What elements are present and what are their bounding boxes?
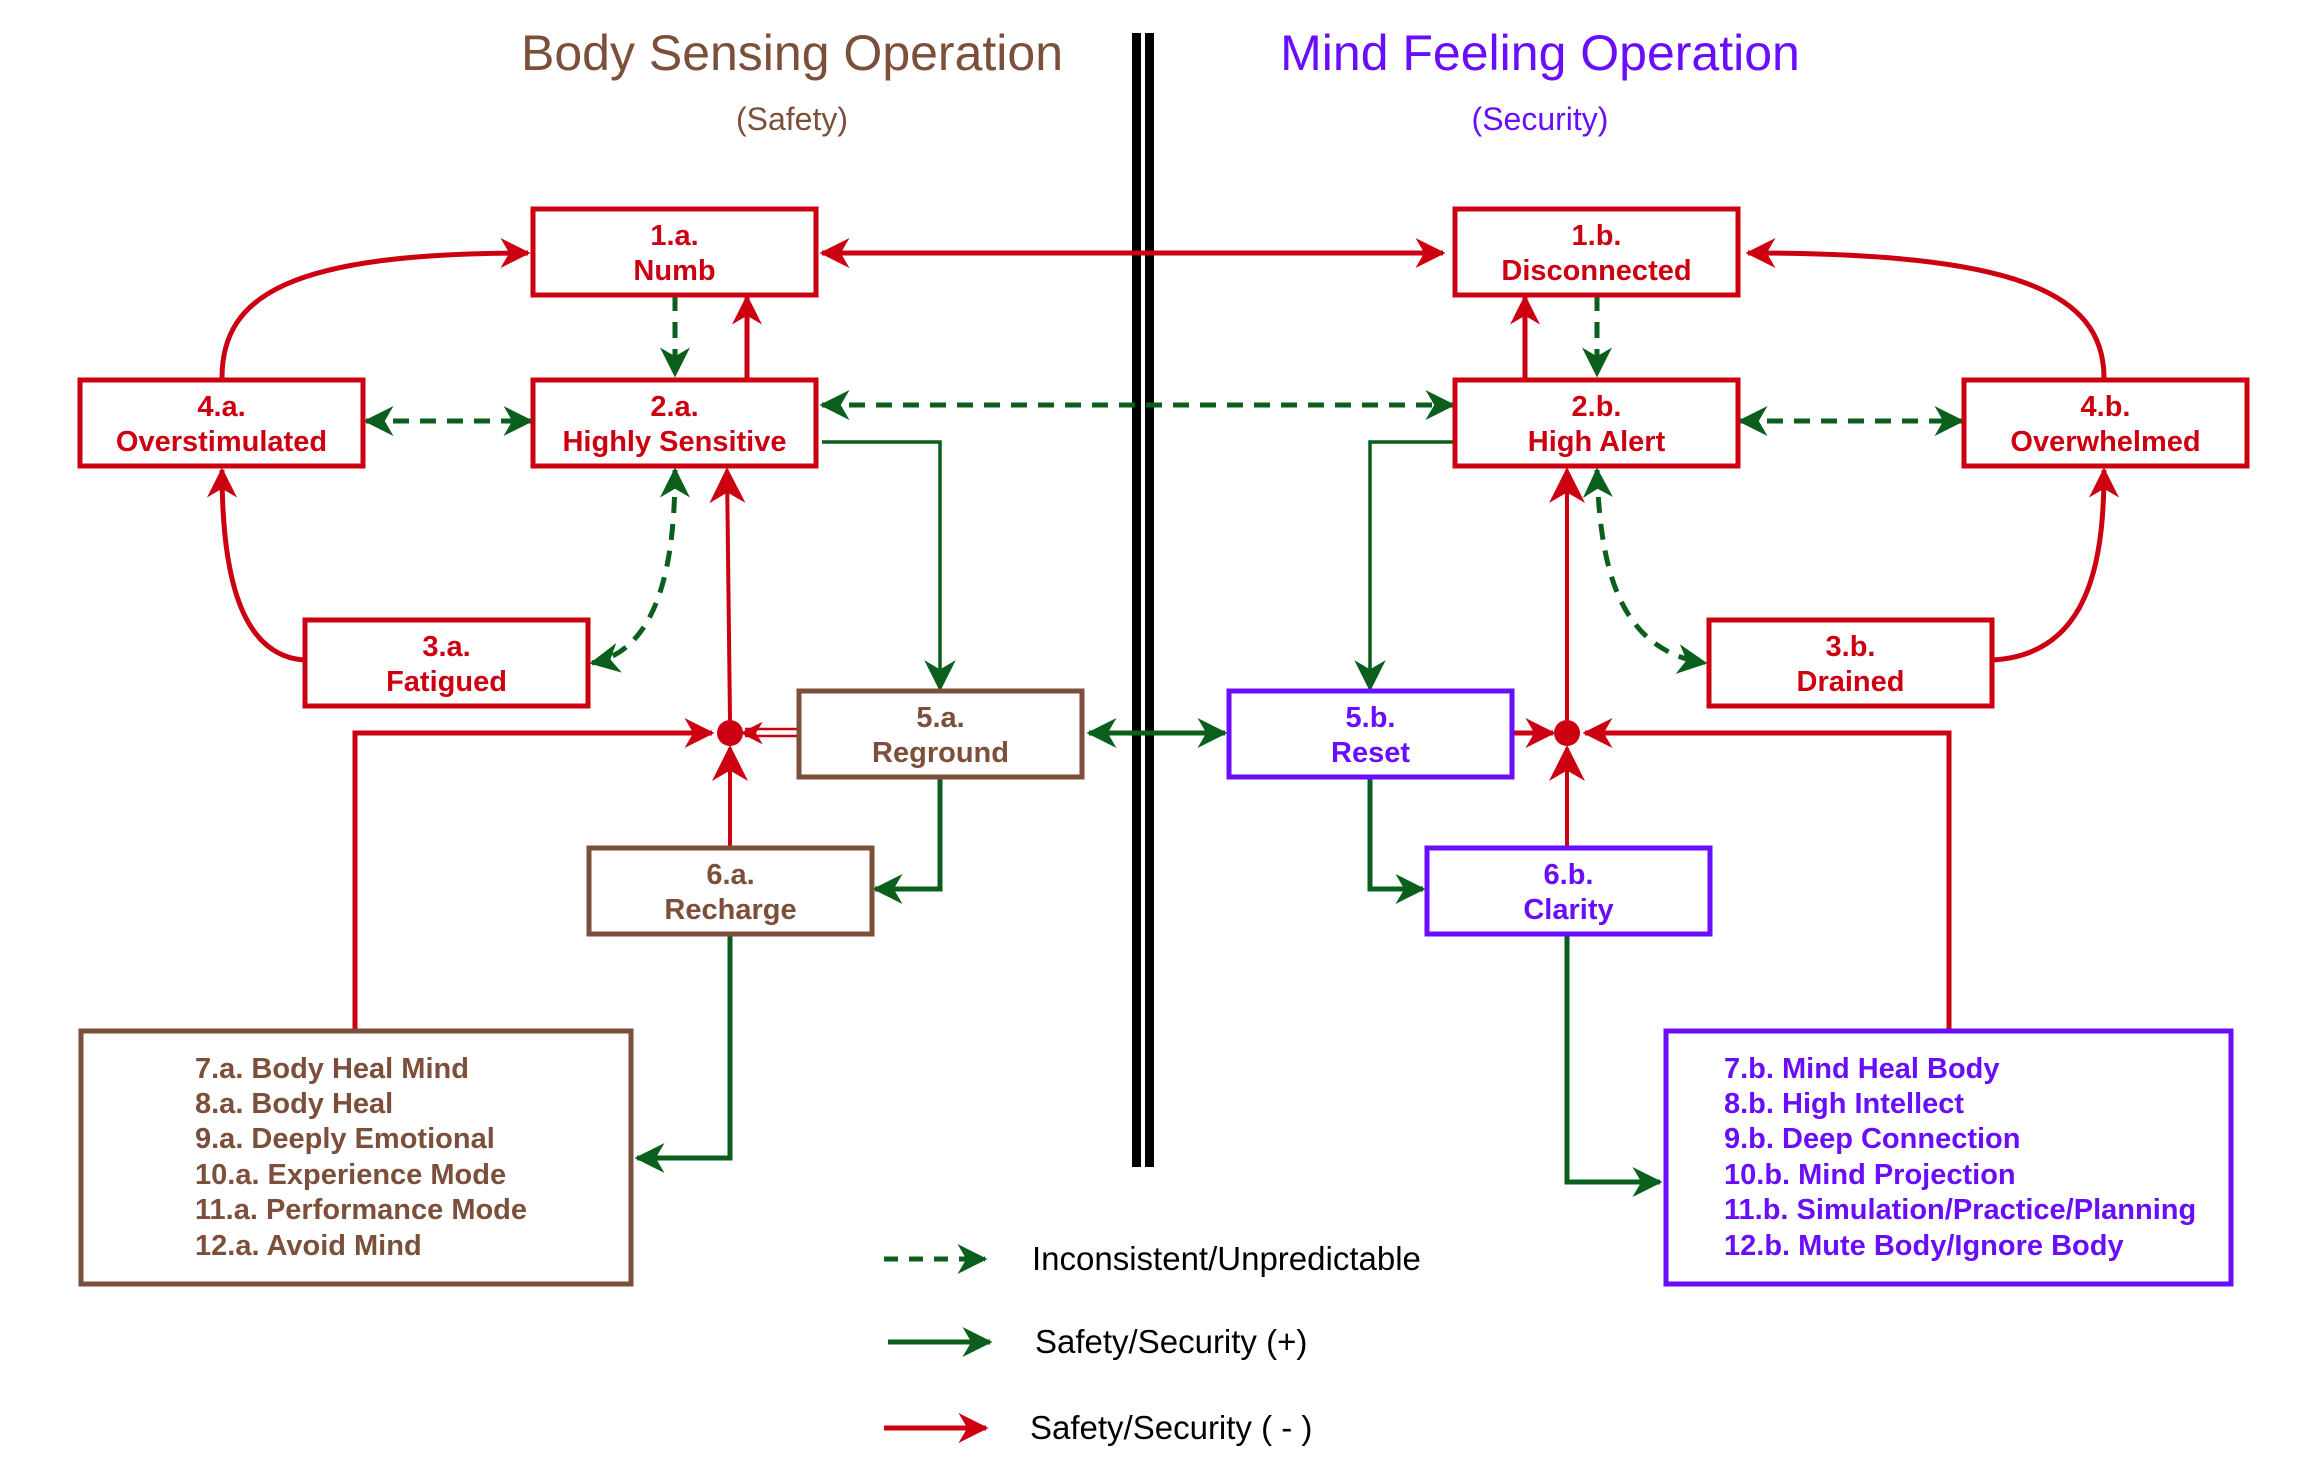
edge-4b-1b bbox=[1745, 238, 2107, 379]
node-label: Recharge bbox=[664, 894, 796, 926]
node-box bbox=[1452, 206, 1741, 298]
edge-2a-3a-dashed bbox=[589, 467, 690, 673]
list-item: 11.a. Performance Mode bbox=[195, 1194, 527, 1226]
edge-list-b-junction bbox=[1582, 718, 1952, 1029]
edge-2b-5b bbox=[1354, 440, 1453, 692]
node-id: 3.b. bbox=[1826, 631, 1876, 663]
edge-4a-1a bbox=[219, 238, 531, 379]
node-label: Reset bbox=[1331, 737, 1410, 769]
node-box bbox=[530, 206, 819, 298]
edge-6b-list-b bbox=[1564, 933, 1663, 1197]
edge-2a-5a bbox=[822, 440, 956, 692]
edge-6a-list-a bbox=[634, 933, 733, 1173]
nodes: 1.a.Numb 2.a.Highly Sensitive 4.a.Overstim… bbox=[77, 206, 2250, 937]
node-id: 3.a. bbox=[422, 631, 470, 663]
node-highly-sensitive[interactable]: 2.a.Highly Sensitive bbox=[530, 377, 819, 469]
node-box bbox=[1706, 617, 1995, 709]
legend-item-negative: Safety/Security ( - ) bbox=[884, 1409, 1312, 1446]
node-id: 4.a. bbox=[197, 391, 245, 423]
node-id: 6.a. bbox=[706, 859, 754, 891]
list-box-right[interactable]: 7.b. Mind Heal Body 8.b. High Intellect … bbox=[1663, 1028, 2234, 1287]
node-id: 2.a. bbox=[650, 391, 698, 423]
node-label: Overwhelmed bbox=[2010, 426, 2200, 458]
node-box bbox=[77, 377, 366, 469]
edge-3a-4a bbox=[207, 467, 305, 663]
legend-item-positive: Safety/Security (+) bbox=[888, 1323, 1307, 1360]
edge-5a-6a bbox=[872, 778, 943, 904]
node-clarity[interactable]: 6.b.Clarity bbox=[1424, 845, 1713, 937]
list-item: 11.b. Simulation/Practice/Planning bbox=[1724, 1194, 2196, 1226]
edge-2b-3b-dashed bbox=[1582, 467, 1708, 674]
node-id: 1.a. bbox=[650, 220, 698, 252]
node-box bbox=[1961, 377, 2250, 469]
list-item: 12.b. Mute Body/Ignore Body bbox=[1724, 1230, 2124, 1262]
edge-list-a-junction bbox=[352, 718, 715, 1029]
node-fatigued[interactable]: 3.a.Fatigued bbox=[302, 617, 591, 709]
edge-junction-2a bbox=[709, 467, 746, 721]
node-label: Numb bbox=[633, 255, 715, 287]
node-reground[interactable]: 5.a.Reground bbox=[796, 688, 1085, 780]
node-id: 5.b. bbox=[1346, 702, 1396, 734]
list-box-left[interactable]: 7.a. Body Heal Mind 8.a. Body Heal 9.a. … bbox=[78, 1028, 634, 1287]
legend-label: Safety/Security ( - ) bbox=[1030, 1409, 1312, 1446]
node-box bbox=[530, 377, 819, 469]
node-box bbox=[302, 617, 591, 709]
legend-item-inconsistent: Inconsistent/Unpredictable bbox=[884, 1240, 1421, 1277]
edge-5b-6b bbox=[1367, 778, 1426, 904]
node-label: Drained bbox=[1797, 666, 1905, 698]
node-id: 5.a. bbox=[916, 702, 964, 734]
list-item: 9.b. Deep Connection bbox=[1724, 1123, 2020, 1155]
list-item: 12.a. Avoid Mind bbox=[195, 1230, 422, 1262]
node-numb[interactable]: 1.a.Numb bbox=[530, 206, 819, 298]
list-item: 10.a. Experience Mode bbox=[195, 1159, 506, 1191]
node-overwhelmed[interactable]: 4.b.Overwhelmed bbox=[1961, 377, 2250, 469]
node-box bbox=[586, 845, 875, 937]
node-label: Disconnected bbox=[1501, 255, 1691, 287]
left-header-subtitle: (Safety) bbox=[736, 101, 848, 137]
node-recharge[interactable]: 6.a.Recharge bbox=[586, 845, 875, 937]
legend-label: Inconsistent/Unpredictable bbox=[1032, 1240, 1421, 1277]
node-label: Reground bbox=[872, 737, 1009, 769]
node-id: 4.b. bbox=[2081, 391, 2131, 423]
node-box bbox=[1424, 845, 1713, 937]
legend: Inconsistent/Unpredictable Safety/Securi… bbox=[884, 1240, 1421, 1446]
node-box bbox=[796, 688, 1085, 780]
right-header-title: Mind Feeling Operation bbox=[1280, 25, 1800, 81]
edges bbox=[207, 238, 2119, 1197]
node-overstimulated[interactable]: 4.a.Overstimulated bbox=[77, 377, 366, 469]
legend-label: Safety/Security (+) bbox=[1035, 1323, 1307, 1360]
list-item: 7.a. Body Heal Mind bbox=[195, 1053, 469, 1085]
left-header-title: Body Sensing Operation bbox=[521, 25, 1063, 81]
junction-dot-right bbox=[1554, 720, 1580, 746]
node-label: Overstimulated bbox=[116, 426, 327, 458]
right-header-subtitle: (Security) bbox=[1472, 101, 1609, 137]
list-item: 8.b. High Intellect bbox=[1724, 1088, 1964, 1120]
node-box bbox=[1452, 377, 1741, 469]
node-id: 1.b. bbox=[1572, 220, 1622, 252]
node-disconnected[interactable]: 1.b.Disconnected bbox=[1452, 206, 1741, 298]
node-label: Fatigued bbox=[386, 666, 507, 698]
center-divider bbox=[1132, 33, 1154, 1167]
node-reset[interactable]: 5.b.Reset bbox=[1226, 688, 1515, 780]
edge-5a-junction bbox=[745, 727, 799, 738]
node-label: Highly Sensitive bbox=[562, 426, 786, 458]
list-item: 10.b. Mind Projection bbox=[1724, 1159, 2016, 1191]
node-label: High Alert bbox=[1528, 426, 1666, 458]
node-box bbox=[1226, 688, 1515, 780]
node-high-alert[interactable]: 2.b.High Alert bbox=[1452, 377, 1741, 469]
node-id: 2.b. bbox=[1572, 391, 1622, 423]
list-item: 9.a. Deeply Emotional bbox=[195, 1123, 495, 1155]
edge-3b-4b bbox=[1991, 467, 2119, 663]
node-drained[interactable]: 3.b.Drained bbox=[1706, 617, 1995, 709]
list-item: 8.a. Body Heal bbox=[195, 1088, 393, 1120]
node-label: Clarity bbox=[1523, 894, 1613, 926]
node-id: 6.b. bbox=[1544, 859, 1594, 891]
junction-dot-left bbox=[717, 720, 743, 746]
list-item: 7.b. Mind Heal Body bbox=[1724, 1053, 2000, 1085]
